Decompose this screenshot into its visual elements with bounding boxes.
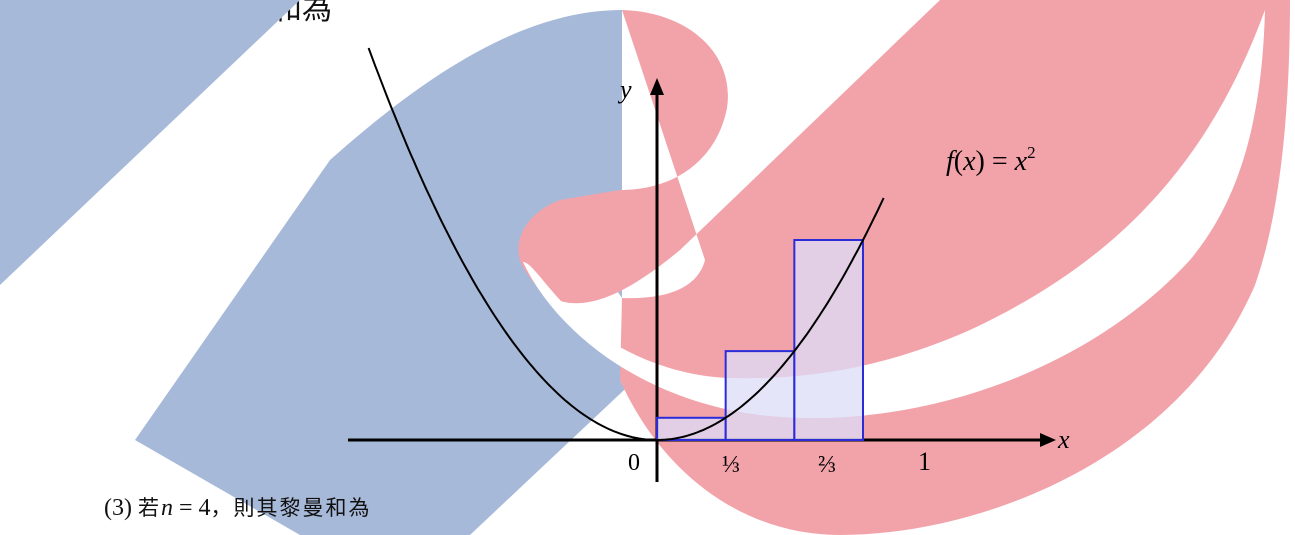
- x-axis-label: x: [1057, 425, 1070, 454]
- tick-label-0: 0: [628, 450, 640, 476]
- question-number: (3): [104, 495, 132, 521]
- watermark-blue-stripe-left: [0, 0, 300, 285]
- x-axis-arrow: [1040, 433, 1056, 447]
- question-suffix: ，則其黎曼和為: [210, 496, 372, 520]
- riemann-rectangles: [656, 239, 865, 441]
- question-prefix: 若: [137, 496, 161, 520]
- tick-label-one-third: ⅓: [722, 452, 740, 478]
- question-line: (3) 若n = 4，則其黎曼和為: [104, 492, 372, 522]
- riemann-rectangle-3: [793, 239, 865, 441]
- tick-label-1: 1: [918, 447, 931, 476]
- watermark-white-swoosh: [523, 10, 1265, 419]
- function-label: f(x) = x2: [946, 143, 1036, 177]
- y-axis-label: y: [617, 75, 632, 104]
- y-axis-arrow: [650, 78, 664, 95]
- question-equals: = 4: [172, 495, 211, 521]
- question-variable: n: [160, 495, 173, 521]
- parabola-curve: [367, 47, 885, 441]
- tick-label-two-thirds: ⅔: [818, 452, 836, 478]
- riemann-rectangle-1: [656, 416, 727, 441]
- watermark-blue-leaf: [135, 10, 640, 535]
